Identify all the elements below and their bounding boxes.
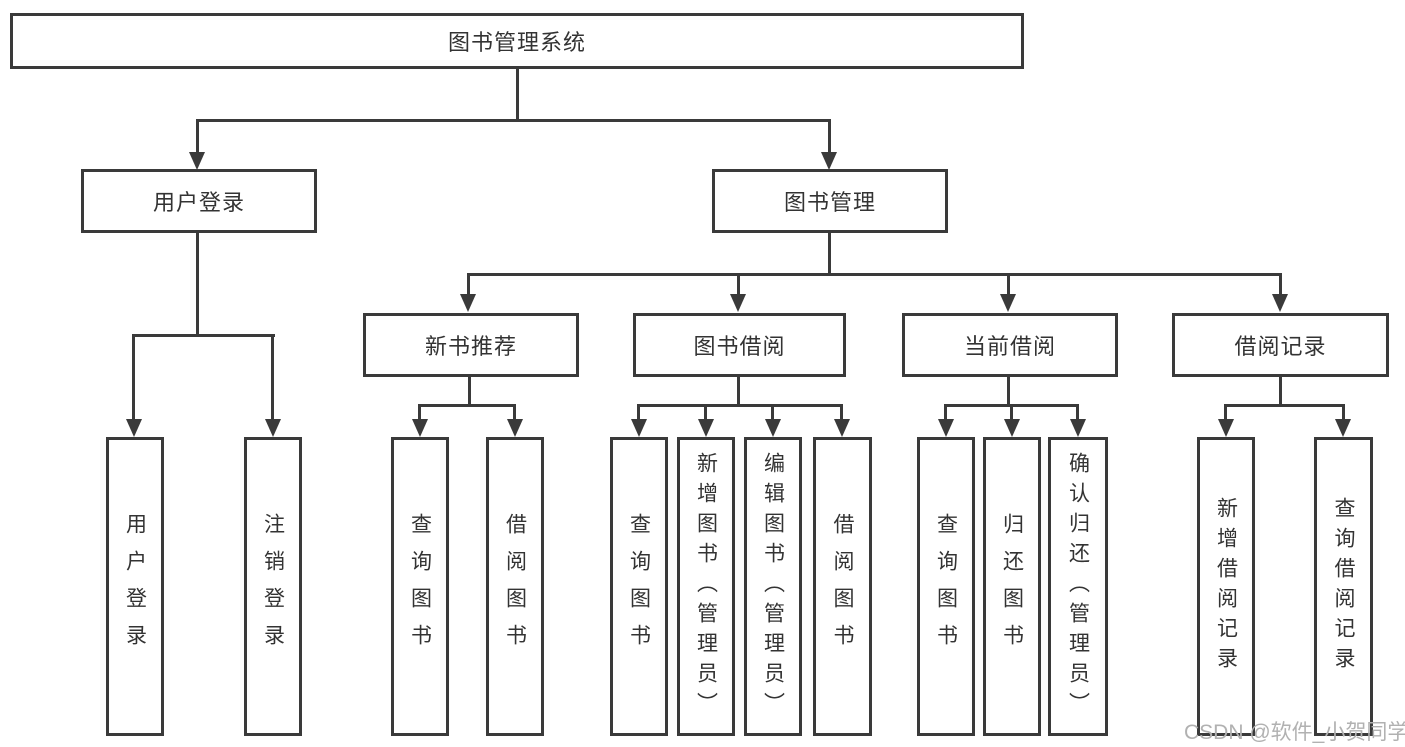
connector-line	[418, 404, 516, 407]
arrow-down-icon	[1335, 419, 1351, 437]
connector-line	[737, 375, 740, 407]
arrow-down-icon	[821, 152, 837, 170]
node-book-borrowing: 图书借阅	[633, 313, 846, 377]
connector-line	[196, 119, 831, 122]
arrow-down-icon	[265, 419, 281, 437]
leaf-add-book-admin: 新增图书（管理员）	[677, 437, 735, 736]
leaf-return-book: 归还图书	[983, 437, 1041, 736]
arrow-down-icon	[765, 419, 781, 437]
node-book-management: 图书管理	[712, 169, 948, 233]
arrow-down-icon	[631, 419, 647, 437]
leaf-add-borrow-record: 新增借阅记录	[1197, 437, 1255, 736]
arrow-down-icon	[938, 419, 954, 437]
node-user-login: 用户登录	[81, 169, 317, 233]
connector-line	[516, 68, 519, 122]
connector-line	[828, 231, 831, 276]
leaf-borrow-book: 借阅图书	[813, 437, 872, 736]
arrow-down-icon	[1272, 294, 1288, 312]
connector-line	[196, 231, 199, 337]
arrow-down-icon	[1004, 419, 1020, 437]
connector-line	[771, 404, 774, 421]
connector-line	[1007, 273, 1010, 296]
connector-line	[1007, 375, 1010, 407]
arrow-down-icon	[1070, 419, 1086, 437]
connector-line	[944, 404, 947, 421]
arrow-down-icon	[1218, 419, 1234, 437]
connector-line	[196, 119, 199, 154]
node-current-borrowing: 当前借阅	[902, 313, 1118, 377]
connector-line	[1342, 404, 1345, 421]
connector-line	[828, 119, 831, 154]
connector-line	[1279, 375, 1282, 407]
arrow-down-icon	[412, 419, 428, 437]
connector-line	[467, 273, 470, 296]
connector-line	[737, 273, 740, 296]
arrow-down-icon	[730, 294, 746, 312]
connector-line	[704, 404, 707, 421]
connector-line	[132, 334, 275, 337]
connector-line	[1224, 404, 1227, 421]
leaf-logout: 注销登录	[244, 437, 302, 736]
leaf-user-login: 用户登录	[106, 437, 164, 736]
connector-line	[1010, 404, 1013, 421]
csdn-watermark: CSDN @软件_小贺同学	[1184, 721, 1405, 744]
node-borrowing-records: 借阅记录	[1172, 313, 1389, 377]
leaf-query-book-current: 查询图书	[917, 437, 975, 736]
connector-line	[637, 404, 640, 421]
arrow-down-icon	[1000, 294, 1016, 312]
arrow-down-icon	[189, 152, 205, 170]
connector-line	[468, 375, 471, 407]
arrow-down-icon	[460, 294, 476, 312]
connector-line	[1224, 404, 1345, 407]
arrow-down-icon	[507, 419, 523, 437]
leaf-confirm-return-admin: 确认归还（管理员）	[1048, 437, 1108, 736]
connector-line	[271, 334, 274, 421]
connector-line	[132, 334, 135, 421]
connector-line	[1279, 273, 1282, 296]
connector-line	[840, 404, 843, 421]
connector-line	[1076, 404, 1079, 421]
arrow-down-icon	[698, 419, 714, 437]
leaf-query-book-recommend: 查询图书	[391, 437, 449, 736]
arrow-down-icon	[126, 419, 142, 437]
arrow-down-icon	[834, 419, 850, 437]
connector-line	[467, 273, 1282, 276]
connector-line	[418, 404, 421, 421]
leaf-borrow-book-recommend: 借阅图书	[486, 437, 544, 736]
node-root: 图书管理系统	[10, 13, 1024, 69]
connector-line	[513, 404, 516, 421]
connector-line	[637, 404, 843, 407]
leaf-edit-book-admin: 编辑图书（管理员）	[744, 437, 802, 736]
leaf-query-borrow-record: 查询借阅记录	[1314, 437, 1373, 736]
node-new-book-recommend: 新书推荐	[363, 313, 579, 377]
leaf-query-book-borrow: 查询图书	[610, 437, 668, 736]
